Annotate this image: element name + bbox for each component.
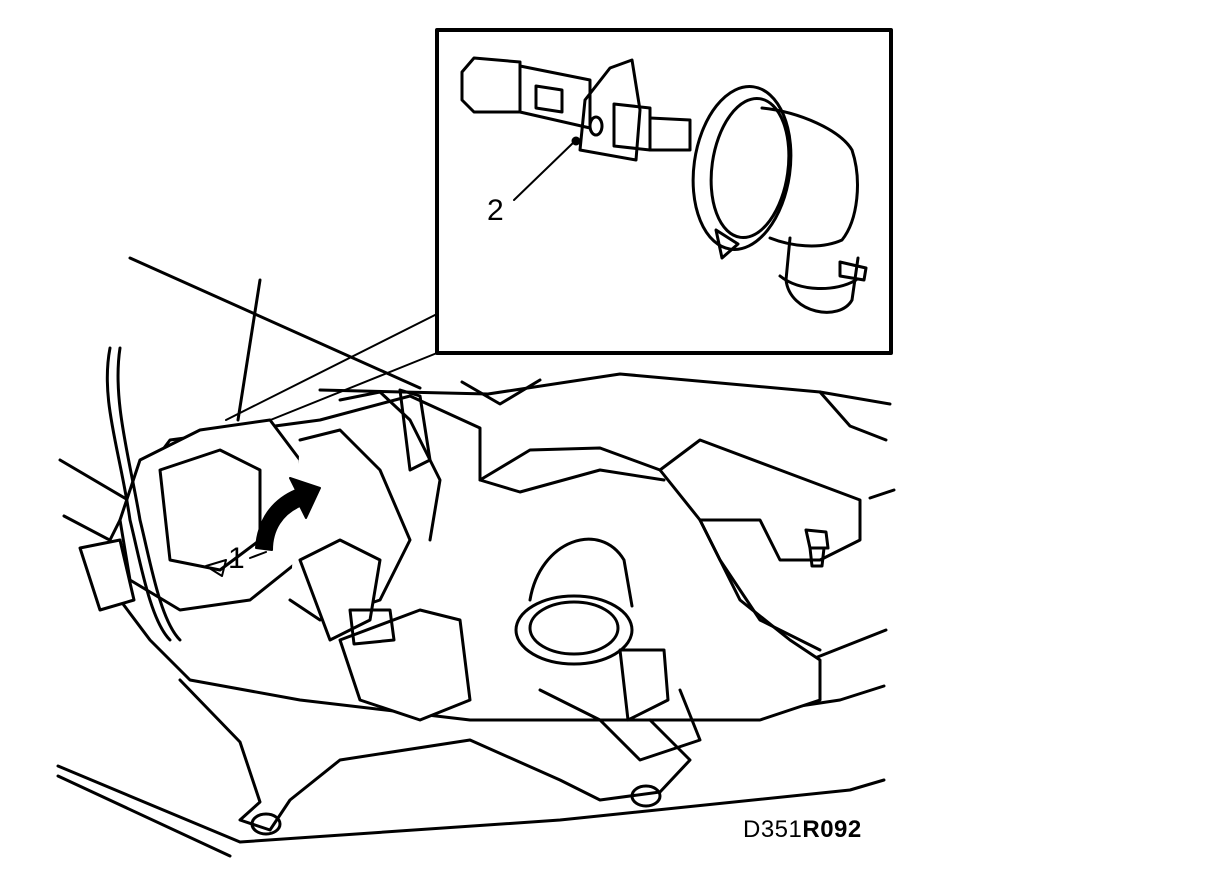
figure-code-suffix: R092 <box>802 816 862 843</box>
inset-frame <box>435 28 893 355</box>
figure-code: D351R092 <box>743 816 862 844</box>
callout-2: 2 <box>487 194 504 227</box>
bolt-icon <box>804 528 830 568</box>
rotate-arrow-icon <box>255 477 321 551</box>
inset-detail <box>225 28 893 426</box>
callout-1: 1 <box>228 542 245 575</box>
lamp-port <box>514 594 634 666</box>
leader-line-2 <box>513 141 575 201</box>
figure-code-prefix: D351 <box>743 816 803 843</box>
bulb-icon <box>460 56 692 162</box>
inset-leader <box>225 313 438 426</box>
headlamp-assembly <box>56 256 896 858</box>
leader-line-1 <box>249 551 267 559</box>
connector-cap-icon <box>691 85 868 314</box>
